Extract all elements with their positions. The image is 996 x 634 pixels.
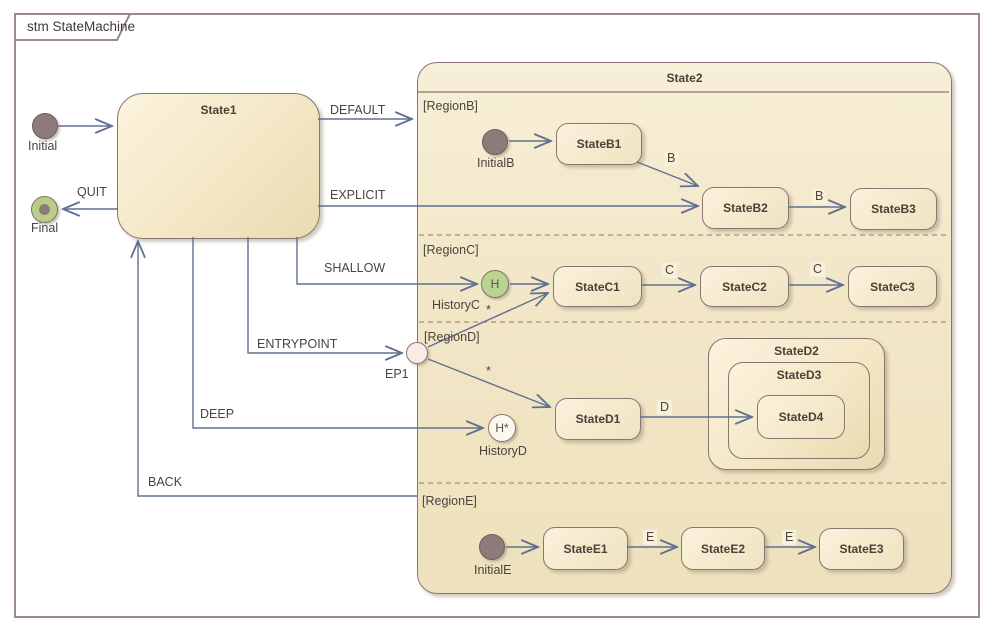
transition-deep-label: DEEP bbox=[200, 407, 235, 421]
historyd-label: HistoryD bbox=[479, 444, 527, 458]
statee1-title: StateE1 bbox=[563, 541, 608, 556]
diagram-frame bbox=[14, 13, 980, 618]
final-node-dot bbox=[39, 204, 50, 215]
ep1-label: EP1 bbox=[385, 367, 409, 381]
transition-default-label: DEFAULT bbox=[330, 103, 386, 117]
stateb2-title: StateB2 bbox=[723, 201, 768, 215]
statec1-title: StateC1 bbox=[575, 279, 620, 294]
regiond-label: [RegionD] bbox=[424, 330, 480, 344]
state-statee3[interactable]: StateE3 bbox=[819, 528, 904, 570]
stated4-title: StateD4 bbox=[778, 410, 824, 424]
trigger-c1-label: C bbox=[662, 263, 678, 278]
trigger-b1-label: B bbox=[664, 151, 679, 166]
transition-shallow-label: SHALLOW bbox=[324, 261, 386, 275]
statee3-title: StateE3 bbox=[839, 542, 884, 556]
state-statee1[interactable]: StateE1 bbox=[543, 527, 628, 570]
frame-title: stm StateMachine bbox=[27, 19, 136, 34]
statee2-title: StateE2 bbox=[700, 541, 746, 556]
initiale-node[interactable] bbox=[479, 534, 505, 560]
transition-quit-label: QUIT bbox=[77, 185, 107, 199]
state-statee2[interactable]: StateE2 bbox=[681, 527, 765, 570]
initial-node[interactable] bbox=[32, 113, 58, 139]
transition-explicit-label: EXPLICIT bbox=[330, 188, 386, 202]
stated2-title: StateD2 bbox=[774, 344, 819, 358]
ep1-c1-star-label: * bbox=[486, 303, 491, 317]
stateb1-title: StateB1 bbox=[576, 137, 622, 151]
state1-title: State1 bbox=[200, 103, 237, 117]
regionb-label: [RegionB] bbox=[423, 99, 478, 113]
stated3-title: StateD3 bbox=[776, 368, 822, 382]
statec3-title: StateC3 bbox=[870, 279, 915, 294]
statec2-title: StateC2 bbox=[722, 279, 767, 294]
state-statec3[interactable]: StateC3 bbox=[848, 266, 937, 307]
trigger-d-label: D bbox=[657, 400, 673, 415]
ep1-d1-star-label: * bbox=[486, 364, 491, 378]
historyc-node[interactable]: H bbox=[481, 270, 509, 298]
historyc-label: HistoryC bbox=[432, 298, 480, 312]
regionc-label: [RegionC] bbox=[423, 243, 479, 257]
state-stateb3[interactable]: StateB3 bbox=[850, 188, 937, 230]
historyc-glyph: H bbox=[490, 277, 500, 291]
historyd-glyph: H* bbox=[495, 421, 509, 435]
final-node[interactable] bbox=[31, 196, 58, 223]
initial-label: Initial bbox=[28, 139, 58, 153]
state-statec2[interactable]: StateC2 bbox=[700, 266, 789, 307]
historyd-node[interactable]: H* bbox=[488, 414, 516, 442]
state-stated1[interactable]: StateD1 bbox=[555, 398, 641, 440]
state2-title: State2 bbox=[666, 71, 703, 85]
trigger-b2-label: B bbox=[812, 189, 827, 204]
ep1-node[interactable] bbox=[406, 342, 428, 364]
state-stateb2[interactable]: StateB2 bbox=[702, 187, 789, 229]
transition-entrypoint-label: ENTRYPOINT bbox=[257, 337, 338, 351]
trigger-e2-label: E bbox=[782, 530, 797, 545]
trigger-e1-label: E bbox=[643, 530, 658, 545]
stated1-title: StateD1 bbox=[575, 412, 621, 426]
initialb-label: InitialB bbox=[477, 156, 515, 170]
regione-label: [RegionE] bbox=[422, 494, 477, 508]
transition-back-label: BACK bbox=[148, 475, 183, 489]
final-label: Final bbox=[31, 221, 59, 235]
initiale-label: InitialE bbox=[474, 563, 512, 577]
state-stated4[interactable]: StateD4 bbox=[757, 395, 845, 439]
state-state1[interactable]: State1 bbox=[117, 93, 320, 239]
state-stateb1[interactable]: StateB1 bbox=[556, 123, 642, 165]
trigger-c2-label: C bbox=[810, 262, 826, 277]
stateb3-title: StateB3 bbox=[871, 202, 916, 216]
initialb-node[interactable] bbox=[482, 129, 508, 155]
state-statec1[interactable]: StateC1 bbox=[553, 266, 642, 307]
